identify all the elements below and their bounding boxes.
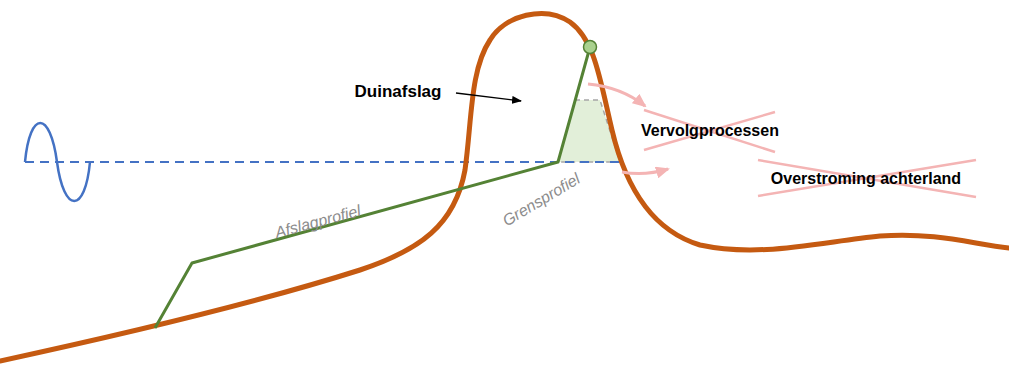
pivot-point xyxy=(584,41,597,54)
profile-label: Grensprofiel xyxy=(500,170,584,231)
dune-profile xyxy=(0,14,1009,361)
water-level xyxy=(25,161,625,163)
wave-symbol xyxy=(25,123,90,201)
callout-label: Duinafslag xyxy=(355,82,442,102)
afslagprofiel-line xyxy=(155,47,590,328)
process-arrow xyxy=(622,169,668,173)
cross-out xyxy=(758,160,976,196)
process-arrow xyxy=(588,84,645,106)
cross-out xyxy=(758,160,976,197)
profile-label: Afslagprofiel xyxy=(273,202,363,243)
process-label: Vervolgprocessen xyxy=(641,122,779,140)
leader-arrow xyxy=(456,93,521,101)
process-label: Overstroming achterland xyxy=(771,170,961,188)
